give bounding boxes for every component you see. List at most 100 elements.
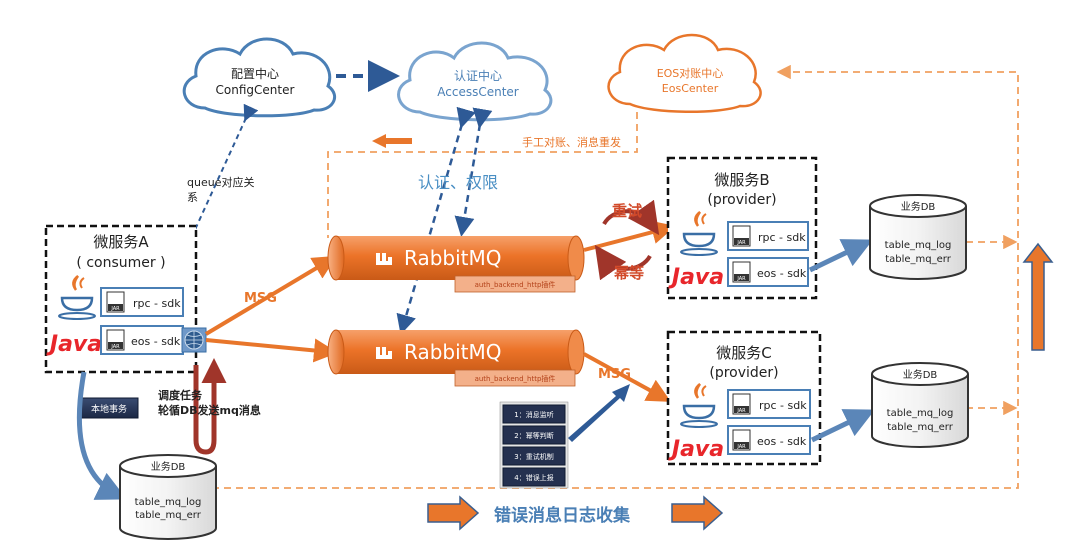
db-b-table-err: table_mq_err — [885, 254, 952, 265]
db-b-table-log: table_mq_log — [885, 240, 952, 251]
jar-icon: JAR — [106, 291, 125, 313]
scheduler-loop-arrow — [193, 358, 227, 455]
service-b-title: 微服务B — [714, 171, 769, 189]
access-center-title: 认证中心 — [454, 68, 502, 83]
db-c-title: 业务DB — [903, 368, 938, 381]
idempotent-label: 幂等 — [613, 264, 644, 282]
service-b-to-db-arrow — [808, 239, 874, 273]
rabbitmq-top-name: RabbitMQ — [404, 246, 502, 270]
upward-flow-arrow — [1022, 242, 1054, 351]
service-a-title: 微服务A — [93, 233, 149, 251]
auth-arrows — [396, 106, 493, 335]
feature-item-label: 1：消息监听 — [514, 410, 553, 419]
service-b-java: Java — [668, 265, 724, 290]
globe-icon — [181, 327, 207, 353]
microservice-c: 微服务C (provider) Java JAR rpc - sdk JAR e… — [666, 330, 822, 466]
queue-mapping-label-1: queue对应关 — [187, 175, 254, 189]
service-c-to-db-arrow — [810, 409, 876, 443]
mq-to-c-arrow — [583, 352, 672, 402]
manual-reconcile-arrow — [372, 134, 412, 148]
service-c-eos-sdk: eos - sdk — [757, 435, 807, 448]
db-a-table-log: table_mq_log — [135, 497, 202, 508]
eos-center-subtitle: EosCenter — [662, 82, 719, 95]
config-center-title: 配置中心 — [231, 66, 279, 81]
error-log-label: 错误消息日志收集 — [494, 505, 631, 526]
rabbitmq-bottom-plugin: auth_backend_http插件 — [475, 374, 556, 383]
feature-item-label: 4：错误上报 — [514, 473, 553, 482]
eos-center-title: EOS对账中心 — [657, 66, 724, 80]
auth-permission-label: 认证、权限 — [418, 173, 498, 192]
svg-text:JAR: JAR — [736, 408, 746, 414]
svg-text:JAR: JAR — [736, 444, 746, 450]
schedule-label-1: 调度任务 — [158, 388, 203, 402]
feature-item — [502, 446, 566, 466]
feature-item-label: 3：重试机制 — [514, 452, 553, 461]
jar-icon: JAR — [732, 429, 751, 451]
svg-text:JAR: JAR — [110, 344, 120, 350]
database-c: 业务DB table_mq_log table_mq_err — [871, 362, 969, 448]
service-a-to-db-arrow — [76, 371, 128, 500]
service-b-eos-sdk: eos - sdk — [757, 267, 807, 280]
database-a: 业务DB table_mq_log table_mq_err — [119, 454, 217, 540]
svg-text:JAR: JAR — [110, 306, 120, 312]
jar-icon: JAR — [106, 329, 125, 351]
java-logo-icon: Java — [46, 275, 102, 357]
msg-arrows-a — [204, 255, 338, 363]
rabbitmq-top: RabbitMQ auth_backend_http插件 — [327, 235, 585, 293]
db-a-title: 业务DB — [151, 460, 186, 473]
mq-to-b-arrow — [583, 220, 676, 252]
svg-text:本地事务: 本地事务 — [91, 403, 127, 415]
service-a-eos-sdk: eos - sdk — [131, 335, 181, 348]
microservice-b: 微服务B (provider) Java JAR rpc - sdk JAR e… — [666, 156, 818, 300]
rabbitmq-logo-icon — [376, 347, 392, 359]
service-c-rpc-sdk: rpc - sdk — [759, 399, 807, 412]
service-a-java: Java — [46, 332, 102, 357]
jar-icon: JAR — [732, 261, 751, 283]
queue-mapping-label-2: 系 — [187, 191, 198, 204]
msg-label-c: MSG — [598, 367, 631, 382]
config-center-cloud: 配置中心 ConfigCenter — [182, 37, 336, 118]
db-a-table-err: table_mq_err — [135, 510, 202, 521]
local-tx-badge: 本地事务 — [79, 397, 139, 419]
rabbitmq-top-plugin: auth_backend_http插件 — [475, 280, 556, 289]
java-logo-icon: Java — [668, 211, 724, 290]
error-log-arrow-left — [427, 495, 480, 531]
rabbitmq-bottom-name: RabbitMQ — [404, 340, 502, 364]
db-c-table-err: table_mq_err — [887, 422, 954, 433]
retry-cycle-icon — [594, 199, 660, 281]
microservice-a: 微服务A ( consumer ) Java JAR rpc - sdk JAR… — [44, 224, 207, 374]
config-center-subtitle: ConfigCenter — [216, 83, 295, 97]
feature-list-arrow — [568, 384, 630, 442]
service-c-title: 微服务C — [716, 344, 771, 362]
service-a-subtitle: ( consumer ) — [76, 255, 165, 271]
manual-reconcile-label: 手工对账、消息重发 — [522, 135, 621, 149]
retry-label: 重试 — [612, 202, 642, 220]
service-c-subtitle: (provider) — [709, 365, 778, 381]
database-b: 业务DB table_mq_log table_mq_err — [869, 194, 967, 280]
rabbitmq-logo-icon — [376, 253, 392, 265]
error-log-arrow-right — [671, 495, 724, 531]
service-b-rpc-sdk: rpc - sdk — [758, 231, 806, 244]
service-b-subtitle: (provider) — [707, 192, 776, 208]
rabbitmq-bottom: RabbitMQ auth_backend_http插件 — [327, 329, 585, 387]
feature-item — [502, 404, 566, 424]
svg-text:JAR: JAR — [736, 276, 746, 282]
db-b-title: 业务DB — [901, 200, 936, 213]
service-a-rpc-sdk: rpc - sdk — [133, 297, 181, 310]
jar-icon: JAR — [732, 393, 751, 415]
access-center-cloud: 认证中心 AccessCenter — [397, 41, 553, 122]
msg-label-a: MSG — [244, 291, 277, 306]
feature-item — [502, 467, 566, 487]
db-c-table-log: table_mq_log — [887, 408, 954, 419]
eos-center-cloud: EOS对账中心 EosCenter — [607, 33, 762, 114]
jar-icon: JAR — [732, 225, 751, 247]
svg-text:JAR: JAR — [736, 240, 746, 246]
access-center-subtitle: AccessCenter — [437, 85, 519, 99]
service-c-java: Java — [668, 437, 724, 462]
feature-item — [502, 425, 566, 445]
schedule-label-2: 轮循DB发送mq消息 — [158, 403, 261, 417]
java-logo-icon: Java — [668, 383, 724, 462]
